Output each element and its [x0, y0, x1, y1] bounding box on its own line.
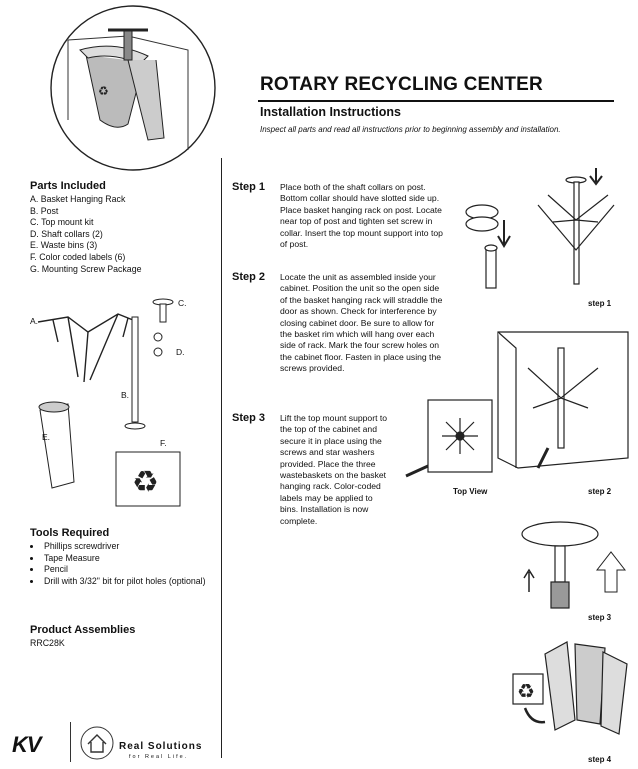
assemblies-heading: Product Assemblies: [30, 624, 136, 636]
step-2-label: Step 2: [232, 271, 266, 283]
title-rule: [258, 100, 614, 102]
list-item: G. Mounting Screw Package: [30, 263, 142, 274]
svg-text:♻: ♻: [98, 84, 109, 98]
label-a: A.: [30, 316, 39, 326]
top-view-caption: Top View: [453, 487, 488, 496]
brand-line-1: Real Solutions: [119, 741, 203, 752]
list-item: Tape Measure: [42, 553, 222, 565]
step-2-illustration: [405, 331, 629, 478]
parts-heading: Parts Included: [30, 180, 106, 192]
step-3-text: Lift the top mount support to the top of…: [280, 413, 388, 526]
list-item: B. Post: [30, 205, 59, 216]
list-item: Pencil: [42, 564, 222, 576]
parts-illustration: ♻: [37, 298, 181, 507]
list-item: Phillips screwdriver: [42, 541, 222, 553]
step-3-label: Step 3: [232, 412, 266, 424]
step-4-caption: step 4: [588, 755, 612, 764]
label-f: F.: [160, 438, 167, 448]
step-2-text: Locate the unit as assembled inside your…: [280, 272, 443, 374]
label-c: C.: [178, 298, 187, 308]
list-item: C. Top mount kit: [30, 217, 94, 228]
assembly-code: RRC28K: [30, 638, 65, 648]
kv-logo: KV: [12, 732, 42, 757]
step-1-illustration: [465, 168, 615, 289]
list-item: D. Shaft collars (2): [30, 228, 103, 239]
page-subtitle: Installation Instructions: [260, 105, 401, 119]
hero-illustration: ♻: [50, 5, 216, 171]
svg-text:♻: ♻: [517, 679, 535, 703]
list-item: F. Color coded labels (6): [30, 251, 126, 262]
parts-list: A. Basket Hanging Rack B. Post C. Top mo…: [30, 194, 141, 275]
house-icon: [80, 726, 114, 760]
list-item: Drill with 3/32" bit for pilot holes (op…: [42, 576, 222, 588]
step-1-caption: step 1: [588, 299, 612, 308]
page-title: ROTARY RECYCLING CENTER: [260, 74, 543, 95]
list-item: A. Basket Hanging Rack: [30, 194, 126, 204]
svg-text:♻: ♻: [132, 465, 159, 500]
step-4-illustration: ♻: [512, 641, 628, 735]
tools-list: Phillips screwdriver Tape Measure Pencil…: [30, 541, 222, 587]
step-3-illustration: [521, 521, 627, 609]
step-1-text: Place both of the shaft collars on post.…: [280, 182, 443, 250]
label-b: B.: [121, 390, 130, 400]
step-3-caption: step 3: [588, 613, 612, 622]
step-1-label: Step 1: [232, 181, 266, 193]
intro-note: Inspect all parts and read all instructi…: [260, 125, 561, 134]
step-2-caption: step 2: [588, 487, 612, 496]
label-d: D.: [176, 347, 185, 357]
list-item: E. Waste bins (3): [30, 240, 98, 251]
label-e: E.: [42, 432, 51, 442]
tools-heading: Tools Required: [30, 527, 110, 539]
footer-divider: [70, 722, 71, 762]
column-divider: [221, 158, 222, 758]
brand-line-2: for Real Life.: [129, 754, 189, 760]
